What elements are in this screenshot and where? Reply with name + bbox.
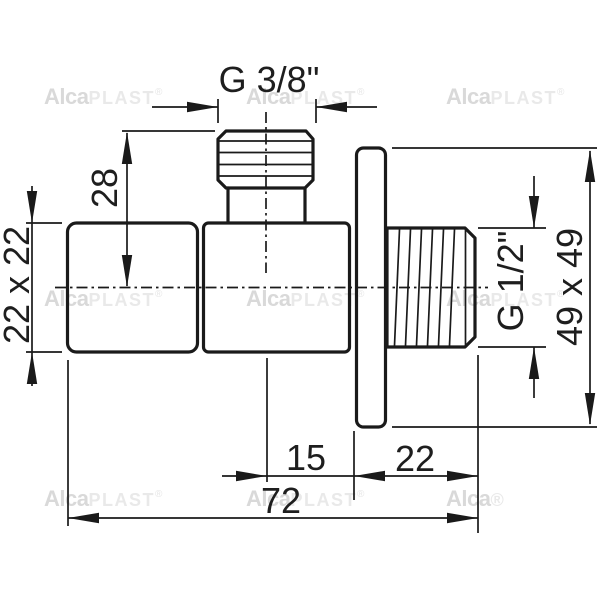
arrow-g12-down xyxy=(528,196,540,228)
dim-bottom-lines xyxy=(67,355,479,533)
brand-watermark: AlcaPLAST® xyxy=(446,286,564,312)
arrow-72-right xyxy=(447,512,478,524)
watermark-bold-text: Alca xyxy=(44,84,89,109)
arrow-28-down xyxy=(121,255,133,287)
watermark-bold-text: Alca xyxy=(246,486,291,511)
dim-top-thread-lines xyxy=(152,99,377,123)
arrow-15-22-shared xyxy=(354,470,385,482)
registered-mark: ® xyxy=(357,489,365,500)
arrow-g38-right xyxy=(316,101,347,113)
dim-top-thread-label: G 3/8" xyxy=(218,59,320,100)
top-neck-outline xyxy=(226,186,307,224)
arrow-49x49-up xyxy=(584,150,596,182)
registered-mark: ® xyxy=(557,289,565,300)
brand-watermark: AlcaPLAST® xyxy=(44,486,162,512)
dim-49x49-lines xyxy=(392,147,597,428)
dim-center-to-flange-label: 15 xyxy=(285,437,327,478)
dim-total-length-label: 72 xyxy=(260,480,302,521)
brand-watermark: AlcaPLAST® xyxy=(246,286,364,312)
dim-flange-square-label: 49 x 49 xyxy=(549,227,590,347)
watermark-light-text: PLAST xyxy=(88,490,155,510)
registered-mark: ® xyxy=(155,489,163,500)
brand-watermark: AlcaPLAST® xyxy=(44,84,162,110)
registered-mark: ® xyxy=(357,289,365,300)
dimension-arrows xyxy=(26,101,596,524)
thread-detail-lines xyxy=(218,140,467,347)
watermark-light-text: PLAST xyxy=(88,88,155,108)
arrow-15-left xyxy=(236,470,267,482)
dim-28-lines xyxy=(122,130,215,286)
watermark-bold-text: Alca xyxy=(446,84,491,109)
dim-center-height-label: 28 xyxy=(84,167,125,209)
brand-watermark: Alca® xyxy=(446,486,505,512)
arrow-g12-up xyxy=(528,347,540,379)
arrow-22-right xyxy=(447,470,478,482)
watermark-bold-text: Alca xyxy=(44,486,89,511)
dim-outlet-thread-label: G 1/2" xyxy=(490,230,531,332)
watermark-light-text: PLAST xyxy=(490,88,557,108)
watermark-light-text: PLAST xyxy=(290,490,357,510)
arrow-22x22-down xyxy=(26,191,38,223)
watermark-light-text: PLAST xyxy=(490,290,557,310)
brand-watermark: AlcaPLAST® xyxy=(246,84,364,110)
watermark-light-text: ® xyxy=(490,490,506,510)
dimension-lines xyxy=(26,99,597,533)
watermark-bold-text: Alca xyxy=(446,486,491,511)
watermark-bold-text: Alca xyxy=(446,286,491,311)
registered-mark: ® xyxy=(357,87,365,98)
brand-watermark: AlcaPLAST® xyxy=(246,486,364,512)
arrow-72-left xyxy=(68,512,99,524)
centerlines xyxy=(55,112,488,289)
arrow-22x22-up xyxy=(26,352,38,384)
registered-mark: ® xyxy=(155,289,163,300)
valve-handle-outline xyxy=(65,221,200,354)
dim-body-square-label: 22 x 22 xyxy=(0,225,37,345)
brand-watermark: AlcaPLAST® xyxy=(446,84,564,110)
arrow-28-up xyxy=(121,132,133,164)
watermark-light-text: PLAST xyxy=(88,290,155,310)
arrow-g38-left xyxy=(187,101,218,113)
registered-mark: ® xyxy=(155,87,163,98)
arrow-49x49-down xyxy=(584,393,596,425)
watermark-light-text: PLAST xyxy=(290,88,357,108)
watermark-bold-text: Alca xyxy=(246,286,291,311)
registered-mark: ® xyxy=(557,87,565,98)
dim-flange-to-end-label: 22 xyxy=(394,438,436,479)
watermark-bold-text: Alca xyxy=(246,84,291,109)
dim-outlet-thread-lines xyxy=(478,176,546,398)
watermark-light-text: PLAST xyxy=(290,290,357,310)
